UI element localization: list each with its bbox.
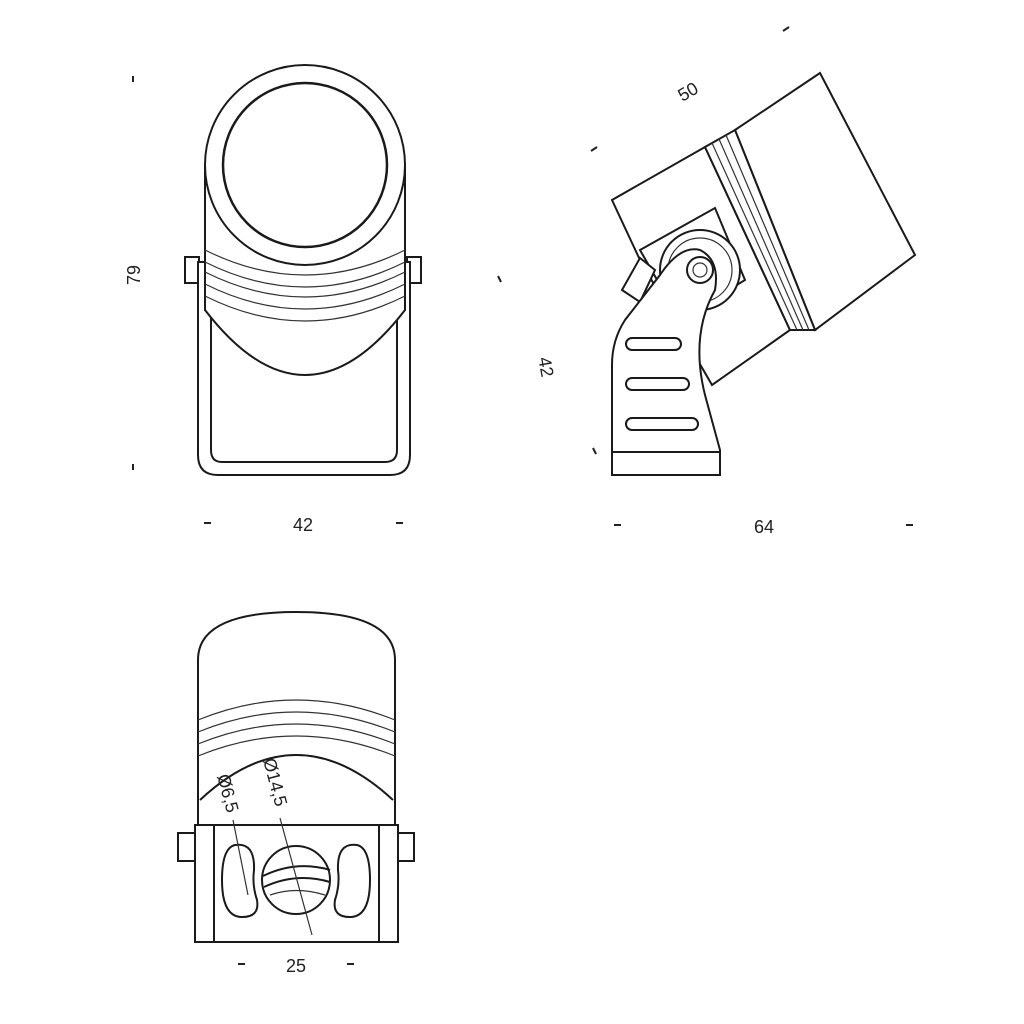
drawing-line bbox=[199, 754, 394, 801]
bottom-right-knob bbox=[397, 832, 415, 862]
drawing-line bbox=[269, 889, 326, 896]
dimension-tick bbox=[590, 146, 598, 152]
bottom-slot-right bbox=[333, 843, 372, 919]
side-slot bbox=[625, 337, 682, 351]
side-slot bbox=[625, 417, 699, 431]
side-cable-gland bbox=[620, 256, 657, 304]
bottom-slot-left bbox=[220, 843, 259, 919]
bottom-left-knob bbox=[177, 832, 197, 862]
drawing-line bbox=[232, 819, 249, 896]
front-width-dimension: 42 bbox=[293, 515, 313, 535]
bottom-view: Ø6,5 Ø14,5 25 bbox=[177, 610, 415, 976]
front-lens bbox=[221, 81, 389, 249]
dimension-tick bbox=[497, 275, 502, 283]
front-ridges bbox=[204, 249, 406, 322]
dimension-tick bbox=[592, 447, 597, 455]
drawing-line bbox=[279, 817, 313, 936]
drawing-line bbox=[692, 262, 708, 278]
bottom-width-dimension: 25 bbox=[286, 956, 306, 976]
front-left-knob bbox=[184, 256, 200, 284]
front-height-dimension: 79 bbox=[124, 265, 144, 285]
side-pivot-screw bbox=[686, 256, 714, 284]
side-slot bbox=[625, 377, 690, 391]
side-base-plate bbox=[611, 451, 721, 476]
bottom-center-hole bbox=[261, 845, 331, 915]
side-head-length-dimension: 50 bbox=[674, 78, 701, 105]
side-width-dimension: 64 bbox=[754, 517, 774, 537]
side-height-dimension: 42 bbox=[534, 355, 557, 378]
dimension-tick bbox=[782, 26, 790, 32]
front-lens-ring bbox=[204, 64, 406, 266]
side-view: 50 42 64 bbox=[497, 26, 917, 537]
front-view: 79 42 bbox=[124, 64, 422, 535]
bottom-cylinder bbox=[197, 610, 396, 826]
bottom-ridges bbox=[197, 699, 396, 757]
side-ridges bbox=[711, 134, 810, 331]
